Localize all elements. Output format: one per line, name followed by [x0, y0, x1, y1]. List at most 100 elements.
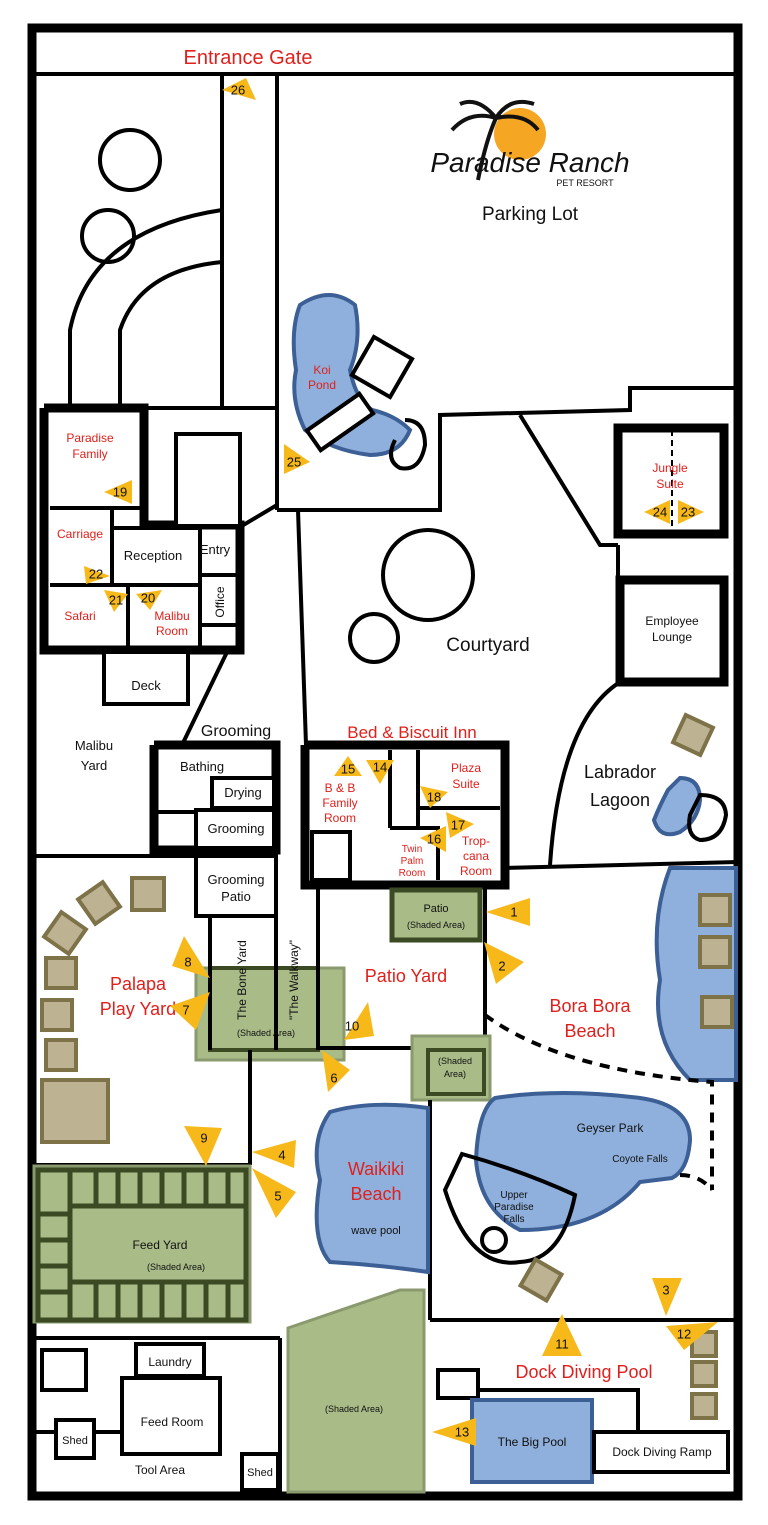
marker-13[interactable]: 13	[432, 1418, 476, 1446]
marker-2[interactable]: 2	[484, 942, 524, 984]
bone-yard-label: The Bone Yard	[235, 940, 249, 1020]
carriage-label: Carriage	[57, 527, 103, 541]
marker-6[interactable]: 6	[322, 1050, 350, 1092]
label-line: Grooming	[207, 872, 264, 887]
marker-arrow-icon	[104, 590, 128, 612]
marker-3[interactable]: 3	[652, 1278, 682, 1316]
label-line: B & B	[325, 781, 356, 795]
label-line: Pond	[308, 378, 336, 392]
marker-arrow-icon	[334, 756, 362, 776]
marker-22[interactable]: 22	[84, 566, 110, 584]
label-line: Room	[399, 868, 426, 879]
marker-14[interactable]: 14	[366, 760, 394, 785]
marker-7[interactable]: 7	[170, 992, 210, 1030]
marker-21[interactable]: 21	[104, 590, 128, 612]
property-boundary	[27, 23, 743, 1501]
storage-room	[174, 432, 242, 528]
marker-arrow-icon	[484, 942, 524, 984]
marker-12[interactable]: 12	[666, 1322, 718, 1350]
marker-17[interactable]: 17	[446, 812, 474, 838]
label-line: Palm	[401, 856, 424, 867]
marker-arrow-icon	[432, 1418, 476, 1446]
marker-10[interactable]: 10	[344, 1002, 374, 1040]
marker-number: 19	[113, 485, 127, 500]
label-line: Paradise	[494, 1202, 534, 1213]
courtyard-edge	[296, 509, 308, 746]
marker-24[interactable]: 24	[644, 500, 670, 524]
employee-lounge-box	[615, 575, 729, 687]
marker-8[interactable]: 8	[172, 936, 210, 978]
label-line: Beach	[564, 1021, 615, 1041]
geyser-park-label: Geyser Park	[577, 1121, 645, 1135]
label-line: Bora Bora	[549, 996, 631, 1016]
marker-4[interactable]: 4	[252, 1140, 296, 1168]
marker-arrow-icon	[420, 786, 448, 808]
bathing-label: Bathing	[180, 759, 224, 774]
marker-arrow-icon	[84, 566, 110, 584]
bed-biscuit-label: Bed & Biscuit Inn	[347, 723, 476, 742]
label-line: Jungle	[652, 461, 688, 475]
marker-number: 10	[345, 1019, 359, 1034]
label-line: Paradise	[66, 431, 114, 445]
grooming-room-box	[194, 808, 276, 850]
marker-16[interactable]: 16	[420, 826, 446, 852]
marker-number: 7	[182, 1003, 189, 1018]
tile	[517, 1256, 565, 1304]
marker-arrow-icon	[322, 1050, 350, 1092]
label-line: Falls	[503, 1214, 524, 1225]
parking-lot-label: Parking Lot	[482, 204, 579, 225]
marker-15[interactable]: 15	[334, 756, 362, 777]
marker-20[interactable]: 20	[136, 590, 162, 610]
patio-yard-label: Patio Yard	[365, 966, 447, 986]
marker-number: 21	[109, 593, 123, 608]
feed-yard-label: Feed Yard	[133, 1238, 188, 1252]
label-line: Waikiki	[348, 1159, 404, 1179]
label-line: Room	[460, 864, 492, 878]
label-line: Plaza	[451, 761, 481, 775]
marker-number: 1	[510, 905, 517, 920]
logo-tagline: PET RESORT	[556, 178, 614, 188]
courtyard-label: Courtyard	[446, 635, 529, 656]
marker-1[interactable]: 1	[486, 898, 530, 926]
tile	[130, 876, 166, 912]
label-line: Beach	[350, 1184, 401, 1204]
marker-number: 17	[451, 818, 465, 833]
marker-5[interactable]: 5	[252, 1168, 296, 1218]
marker-11[interactable]: 11	[542, 1314, 582, 1356]
marker-arrow-icon	[652, 1278, 682, 1316]
marker-19[interactable]: 19	[104, 480, 132, 504]
tile	[75, 879, 123, 927]
logo-brand: Paradise Ranch	[430, 147, 629, 178]
marker-18[interactable]: 18	[420, 786, 448, 808]
entrance-road	[148, 74, 224, 410]
tile	[698, 935, 732, 969]
marker-arrow-icon	[184, 1126, 222, 1166]
drive-curve-inner	[118, 260, 223, 408]
shed-label: Shed	[62, 1435, 88, 1447]
shed-box	[54, 1418, 96, 1460]
drying-label: Drying	[224, 785, 262, 800]
grooming-patio-box	[194, 854, 278, 918]
marker-26[interactable]: 26	[222, 78, 256, 100]
label-line: Employee	[645, 614, 699, 628]
feed-yard-shaded-label: (Shaded Area)	[147, 1262, 205, 1272]
tile	[44, 1038, 78, 1072]
marker-23[interactable]: 23	[678, 500, 704, 524]
entrance-gate-label: Entrance Gate	[184, 47, 313, 69]
label-line: Play Yard	[100, 999, 176, 1019]
grooming-path	[180, 649, 230, 746]
marker-number: 5	[274, 1189, 281, 1204]
marker-9[interactable]: 9	[184, 1126, 222, 1166]
marker-number: 3	[662, 1283, 669, 1298]
geyser-fence	[679, 1173, 714, 1192]
tool-area-label: Tool Area	[135, 1463, 185, 1477]
label-line: Trop-	[462, 834, 490, 848]
wall	[110, 528, 200, 587]
marker-25[interactable]: 25	[284, 444, 310, 474]
marker-arrow-icon	[446, 812, 474, 838]
inn-closet	[310, 830, 352, 882]
